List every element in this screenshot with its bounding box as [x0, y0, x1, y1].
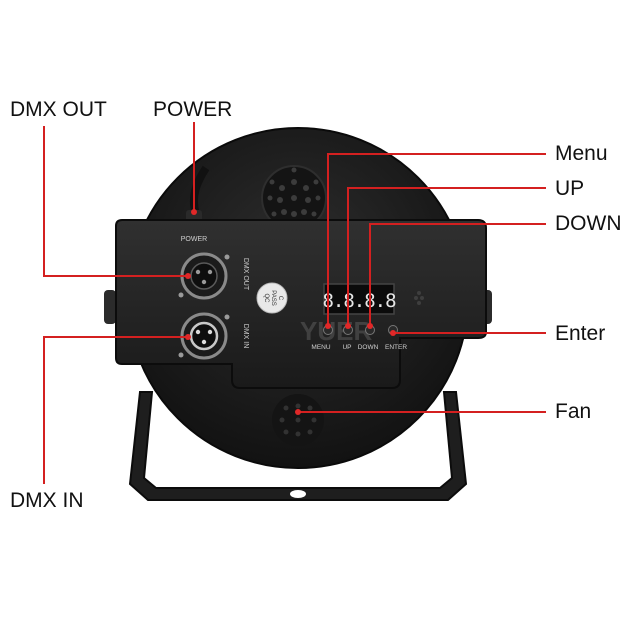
mounting-bracket: [128, 391, 468, 501]
qc-pass-sticker: QC PASS C: [256, 282, 288, 314]
button-label-enter: ENTER: [385, 344, 407, 351]
callout-up: UP: [555, 177, 585, 200]
callout-dmx-out: DMX OUT: [10, 98, 107, 121]
callout-power: POWER: [153, 98, 233, 121]
left-side-knob: [104, 290, 116, 324]
callout-line-menu: [327, 153, 546, 326]
panel-dmx-out-label: DMX OUT: [242, 258, 249, 291]
callout-line-dmx-in: [43, 336, 188, 484]
top-vent-grille: [261, 165, 327, 231]
callout-enter: Enter: [555, 322, 606, 345]
callout-line-up: [347, 187, 546, 326]
button-label-down: DOWN: [358, 344, 379, 351]
led-display-window: [323, 283, 395, 315]
qc-sticker-line-3: C: [277, 296, 283, 301]
callout-line-down: [369, 223, 546, 326]
callout-dots: [185, 209, 396, 415]
bracket-hole: [290, 490, 306, 498]
callout-line-dmx-out: [43, 126, 188, 277]
qc-sticker-line-1: QC: [263, 294, 269, 304]
callout-down: DOWN: [555, 212, 622, 235]
callout-dmx-in: DMX IN: [10, 489, 84, 512]
button-label-menu: MENU: [311, 344, 330, 351]
panel-power-label: POWER: [181, 236, 207, 243]
callout-fan: Fan: [555, 400, 592, 423]
button-label-up: UP: [342, 344, 351, 351]
qc-sticker-line-2: PASS: [270, 290, 276, 306]
bottom-fan-grille: [272, 394, 324, 446]
dmx-in-connector: [178, 312, 230, 360]
brand-watermark: YUER: [300, 316, 372, 346]
panel-mini-vent: [414, 291, 424, 305]
led-display-digits: 8.8.8.8: [322, 290, 396, 312]
panel-dmx-in-label: DMX IN: [242, 324, 249, 349]
callout-menu: Menu: [555, 142, 608, 165]
callout-lines: [43, 122, 546, 484]
